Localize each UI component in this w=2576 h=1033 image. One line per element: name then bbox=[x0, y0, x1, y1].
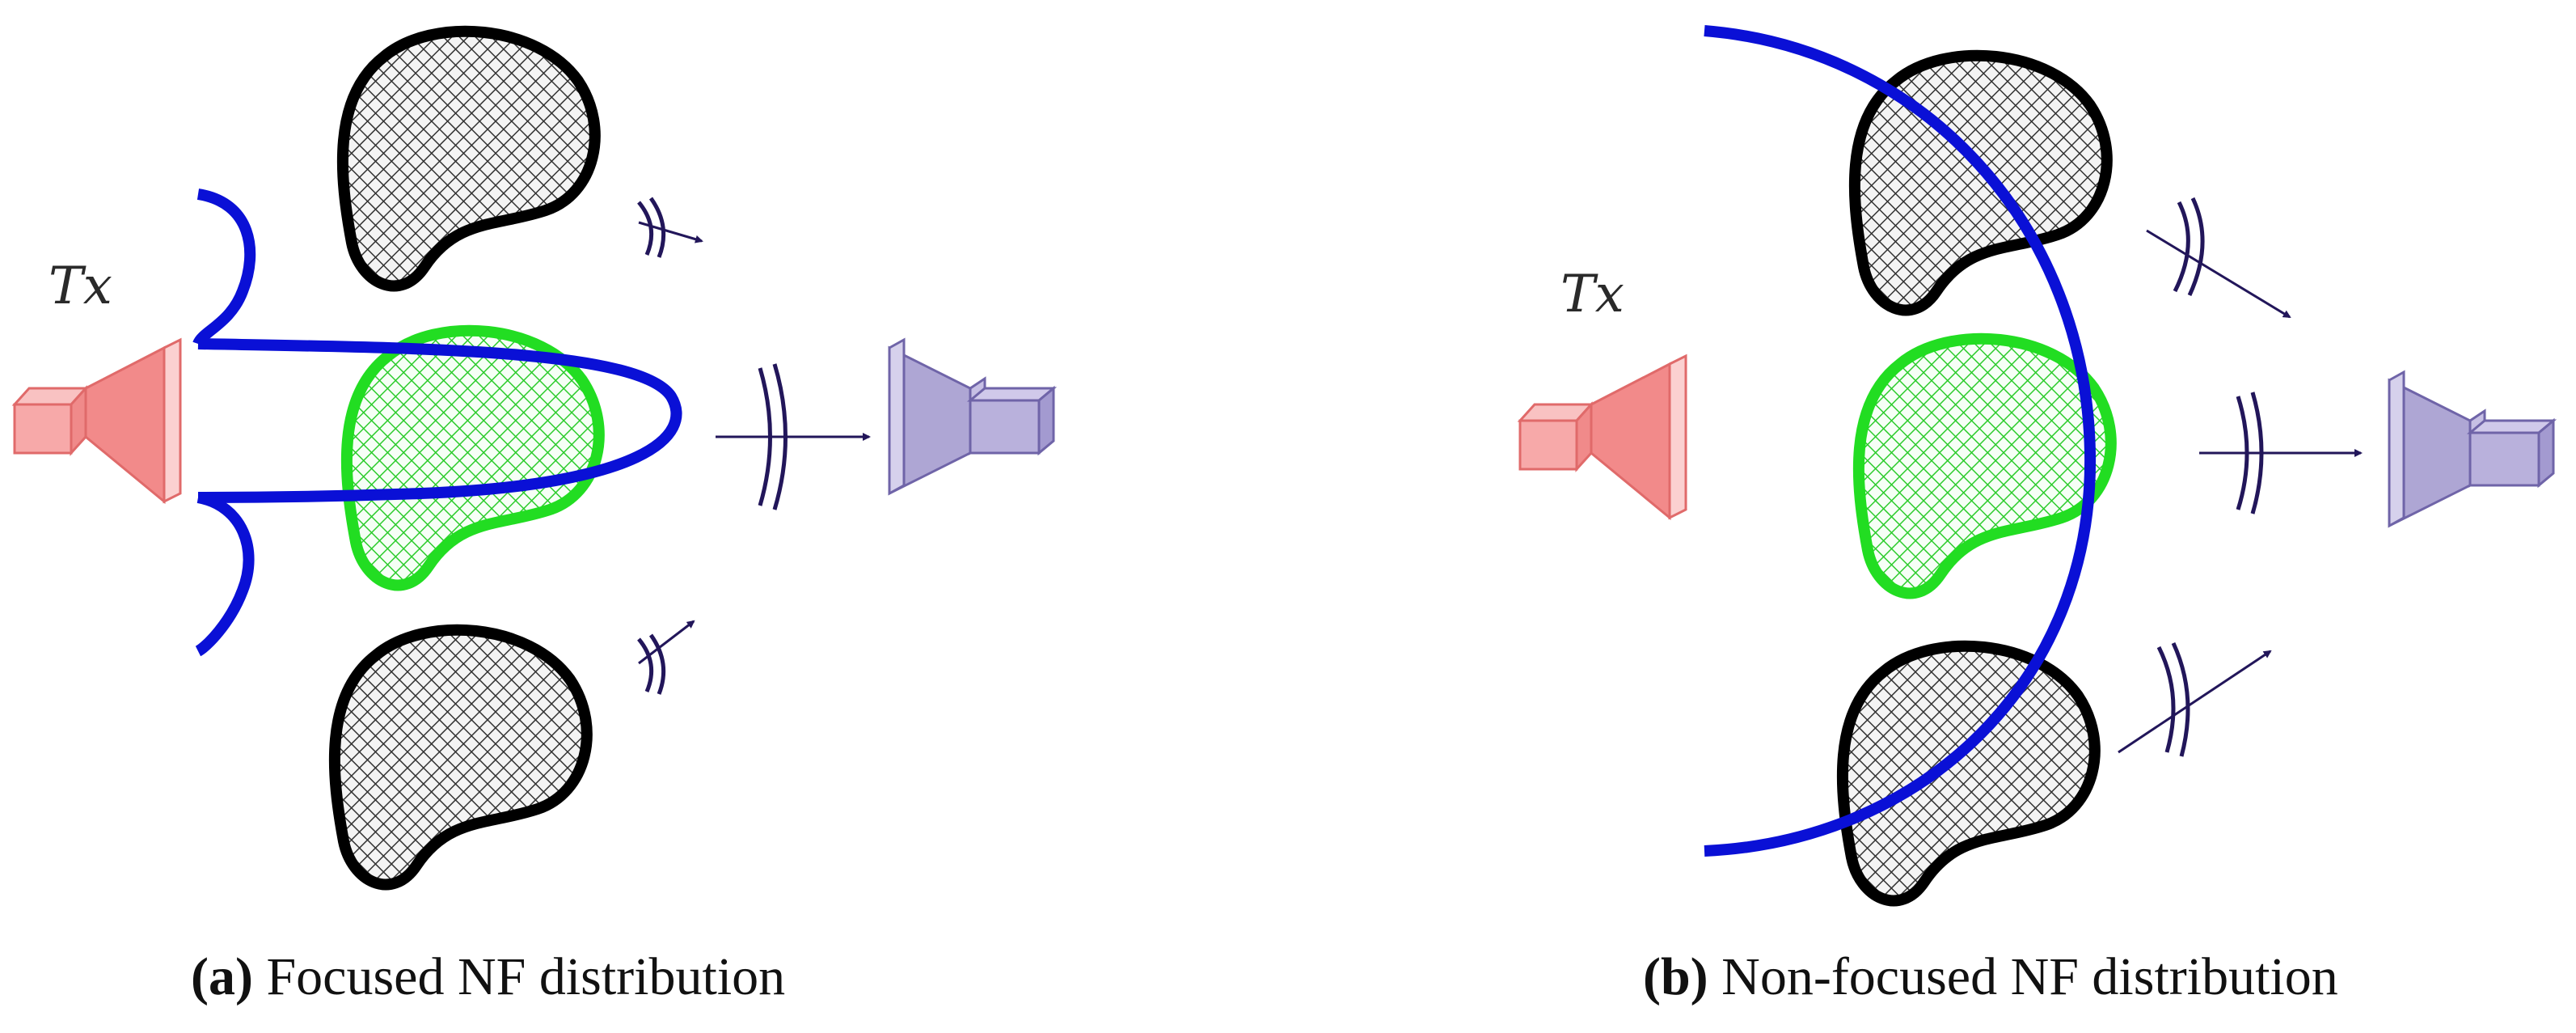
panel-b: Tx bbox=[1517, 25, 2557, 901]
tx-label: Tx bbox=[1560, 265, 1624, 324]
receiver-horn-icon bbox=[888, 337, 1058, 496]
target-blob-icon bbox=[1859, 339, 2111, 594]
caption-text: Focused NF distribution bbox=[266, 947, 786, 1006]
caption-a: (a) Focused NF distribution bbox=[191, 946, 785, 1008]
side-lobe-top bbox=[192, 188, 256, 347]
wave-arrow-icon bbox=[2199, 392, 2363, 514]
panel-a: Tx bbox=[11, 32, 1058, 885]
obstacle-blob-icon bbox=[1843, 646, 2095, 901]
wave-arrow-icon bbox=[2118, 641, 2272, 757]
wave-arrow-icon bbox=[2146, 197, 2291, 319]
target-blob-icon bbox=[347, 331, 599, 586]
transmitter-horn-icon bbox=[1517, 354, 1687, 521]
transmitter-horn-icon bbox=[11, 337, 182, 505]
obstacle-blob-icon bbox=[343, 32, 595, 286]
wave-arrow-icon bbox=[637, 197, 703, 258]
spherical-wavefront-arc bbox=[1704, 25, 2097, 857]
tx-label: Tx bbox=[49, 256, 112, 316]
side-lobe-bottom bbox=[195, 492, 255, 657]
wave-arrow-icon bbox=[716, 363, 871, 510]
focused-beam-pattern bbox=[197, 338, 682, 503]
caption-text: Non-focused NF distribution bbox=[1721, 947, 2338, 1006]
wave-arrow-icon bbox=[637, 620, 695, 695]
caption-tag: (a) bbox=[191, 947, 253, 1006]
caption-b: (b) Non-focused NF distribution bbox=[1643, 946, 2338, 1008]
obstacle-blob-icon bbox=[335, 630, 587, 885]
caption-tag: (b) bbox=[1643, 947, 1708, 1006]
receiver-horn-icon bbox=[2388, 370, 2557, 528]
